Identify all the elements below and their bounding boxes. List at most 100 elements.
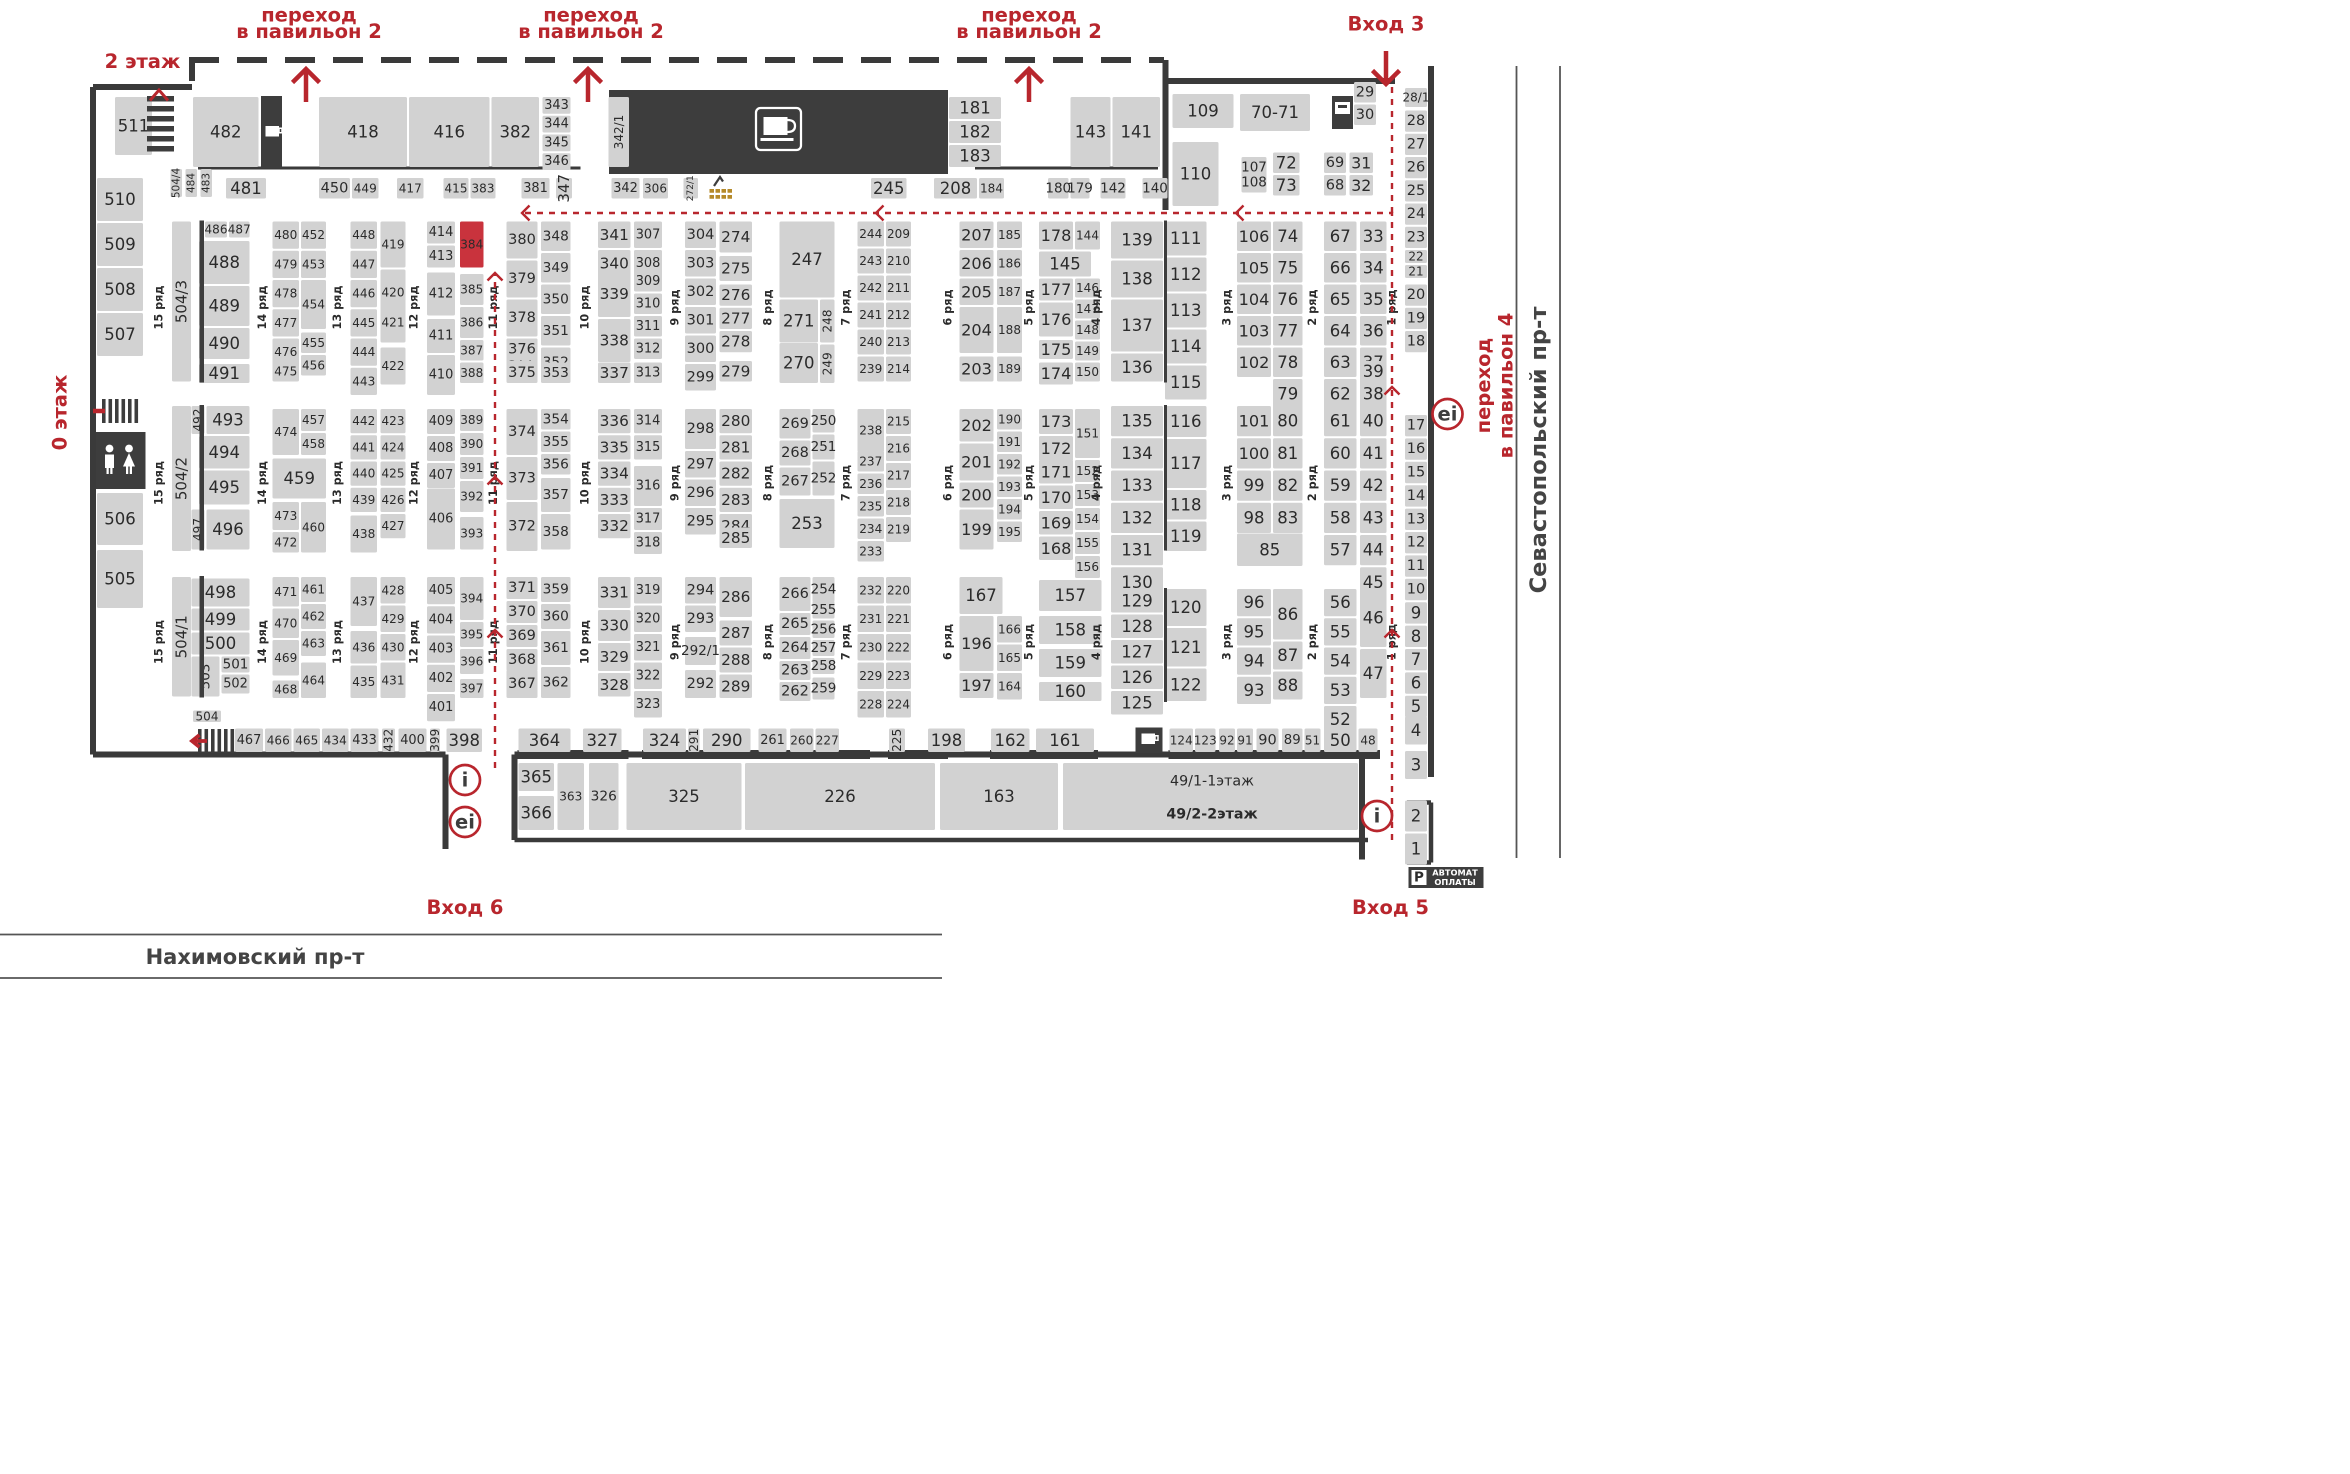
stall-box[interactable]: [1237, 589, 1271, 617]
stall-358[interactable]: 358: [541, 514, 571, 550]
stall-73[interactable]: 73: [1273, 175, 1300, 196]
stall-396[interactable]: 396: [460, 649, 484, 674]
stall-66[interactable]: 66: [1324, 253, 1357, 283]
stall-box[interactable]: [688, 728, 700, 753]
stall-box[interactable]: [1075, 362, 1100, 382]
stall-369[interactable]: 369: [506, 625, 538, 647]
stall-212[interactable]: 212: [886, 302, 911, 328]
stall-248[interactable]: 248: [820, 299, 835, 343]
stall-408[interactable]: 408: [427, 436, 455, 461]
stall-160[interactable]: 160: [1039, 682, 1102, 701]
stall-box[interactable]: [1273, 470, 1303, 501]
stall-box[interactable]: [350, 409, 378, 434]
stall-469[interactable]: 469: [272, 640, 300, 676]
stall-331[interactable]: 331: [598, 577, 631, 608]
stall-476[interactable]: 476: [272, 338, 300, 366]
stall-243[interactable]: 243: [857, 248, 885, 274]
stall-box[interactable]: [997, 409, 1022, 430]
stall-386[interactable]: 386: [460, 307, 484, 338]
stall-115[interactable]: 115: [1165, 365, 1207, 400]
stall-95[interactable]: 95: [1237, 618, 1271, 646]
stall-box[interactable]: [1405, 203, 1427, 225]
stall-376[interactable]: 376: [506, 338, 538, 361]
stall-276[interactable]: 276: [719, 284, 753, 306]
stall-box[interactable]: [997, 644, 1022, 672]
stall-box[interactable]: [719, 487, 753, 512]
stall-117[interactable]: 117: [1165, 439, 1207, 488]
stall-207[interactable]: 207: [959, 221, 994, 249]
stall-box[interactable]: [857, 541, 885, 562]
stall-box[interactable]: [541, 604, 571, 629]
stall-box[interactable]: [541, 631, 571, 665]
stall-box[interactable]: [685, 451, 716, 478]
stall-box[interactable]: [886, 409, 911, 434]
stall-180[interactable]: 180: [1045, 178, 1071, 199]
stall-40[interactable]: 40: [1360, 406, 1387, 437]
stall-381[interactable]: 381: [521, 178, 550, 199]
stall-427[interactable]: 427: [380, 514, 406, 539]
stall-box[interactable]: [1111, 691, 1163, 715]
stall-226[interactable]: 226: [745, 763, 935, 830]
stall-351[interactable]: 351: [541, 316, 571, 346]
stall-box[interactable]: [1324, 175, 1346, 196]
stall-box[interactable]: [1324, 647, 1357, 675]
stall-120[interactable]: 120: [1165, 589, 1207, 626]
stall-447[interactable]: 447: [350, 250, 378, 278]
stall-434[interactable]: 434: [322, 728, 349, 753]
stall-409[interactable]: 409: [427, 409, 455, 434]
stall-box[interactable]: [191, 578, 250, 607]
stall-499[interactable]: 499: [191, 608, 250, 631]
stall-389[interactable]: 389: [460, 409, 484, 431]
stall-box[interactable]: [506, 362, 538, 384]
stall-218[interactable]: 218: [886, 490, 911, 515]
stall-box[interactable]: [820, 344, 835, 384]
stall-357[interactable]: 357: [541, 478, 571, 512]
stall-304[interactable]: 304: [685, 221, 716, 249]
stall-398[interactable]: 398: [446, 728, 483, 753]
stall-79[interactable]: 79: [1273, 379, 1303, 409]
stall-320[interactable]: 320: [634, 605, 662, 633]
stall-box[interactable]: [1075, 221, 1100, 250]
stall-box[interactable]: [1048, 178, 1069, 199]
stall-335[interactable]: 335: [598, 435, 631, 460]
stall-box[interactable]: [685, 409, 716, 449]
stall-232[interactable]: 232: [857, 577, 885, 604]
stall-189[interactable]: 189: [997, 356, 1022, 382]
stall-399[interactable]: 399: [428, 728, 442, 753]
stall-172[interactable]: 172: [1039, 436, 1073, 461]
stall-box[interactable]: [779, 577, 811, 611]
stall-109[interactable]: 109: [1172, 94, 1234, 128]
stall-290[interactable]: 290: [703, 728, 751, 753]
stall-370[interactable]: 370: [506, 601, 538, 623]
stall-106[interactable]: 106: [1237, 221, 1271, 252]
stall-271[interactable]: 271: [779, 299, 819, 343]
stall-440[interactable]: 440: [350, 461, 378, 486]
stall-417[interactable]: 417: [397, 178, 424, 199]
stall-box[interactable]: [191, 632, 250, 655]
stall-311[interactable]: 311: [634, 316, 662, 337]
stall-416[interactable]: 416: [409, 97, 490, 167]
stall-309[interactable]: 309: [634, 271, 662, 292]
stall-box[interactable]: [779, 440, 811, 466]
stall-379[interactable]: 379: [506, 260, 538, 298]
stall-box[interactable]: [446, 728, 483, 753]
stall-503[interactable]: 503: [191, 656, 220, 697]
stall-410[interactable]: 410: [427, 355, 455, 395]
stall-box[interactable]: [1075, 278, 1100, 298]
stall-151[interactable]: 151: [1075, 409, 1100, 458]
stall-box[interactable]: [229, 221, 250, 238]
stall-box[interactable]: [97, 178, 143, 221]
stall-box[interactable]: [185, 169, 198, 197]
stall-box[interactable]: [1075, 508, 1100, 530]
stall-220[interactable]: 220: [886, 577, 911, 604]
stall-314[interactable]: 314: [634, 409, 662, 434]
stall-box[interactable]: [1324, 470, 1357, 501]
stall-box[interactable]: [541, 284, 571, 315]
stall-362[interactable]: 362: [541, 667, 571, 698]
stall-25[interactable]: 25: [1405, 180, 1427, 202]
stall-box[interactable]: [350, 280, 378, 308]
stall-box[interactable]: [815, 728, 840, 753]
stall-box[interactable]: [1075, 532, 1100, 554]
stall-98[interactable]: 98: [1237, 502, 1271, 533]
